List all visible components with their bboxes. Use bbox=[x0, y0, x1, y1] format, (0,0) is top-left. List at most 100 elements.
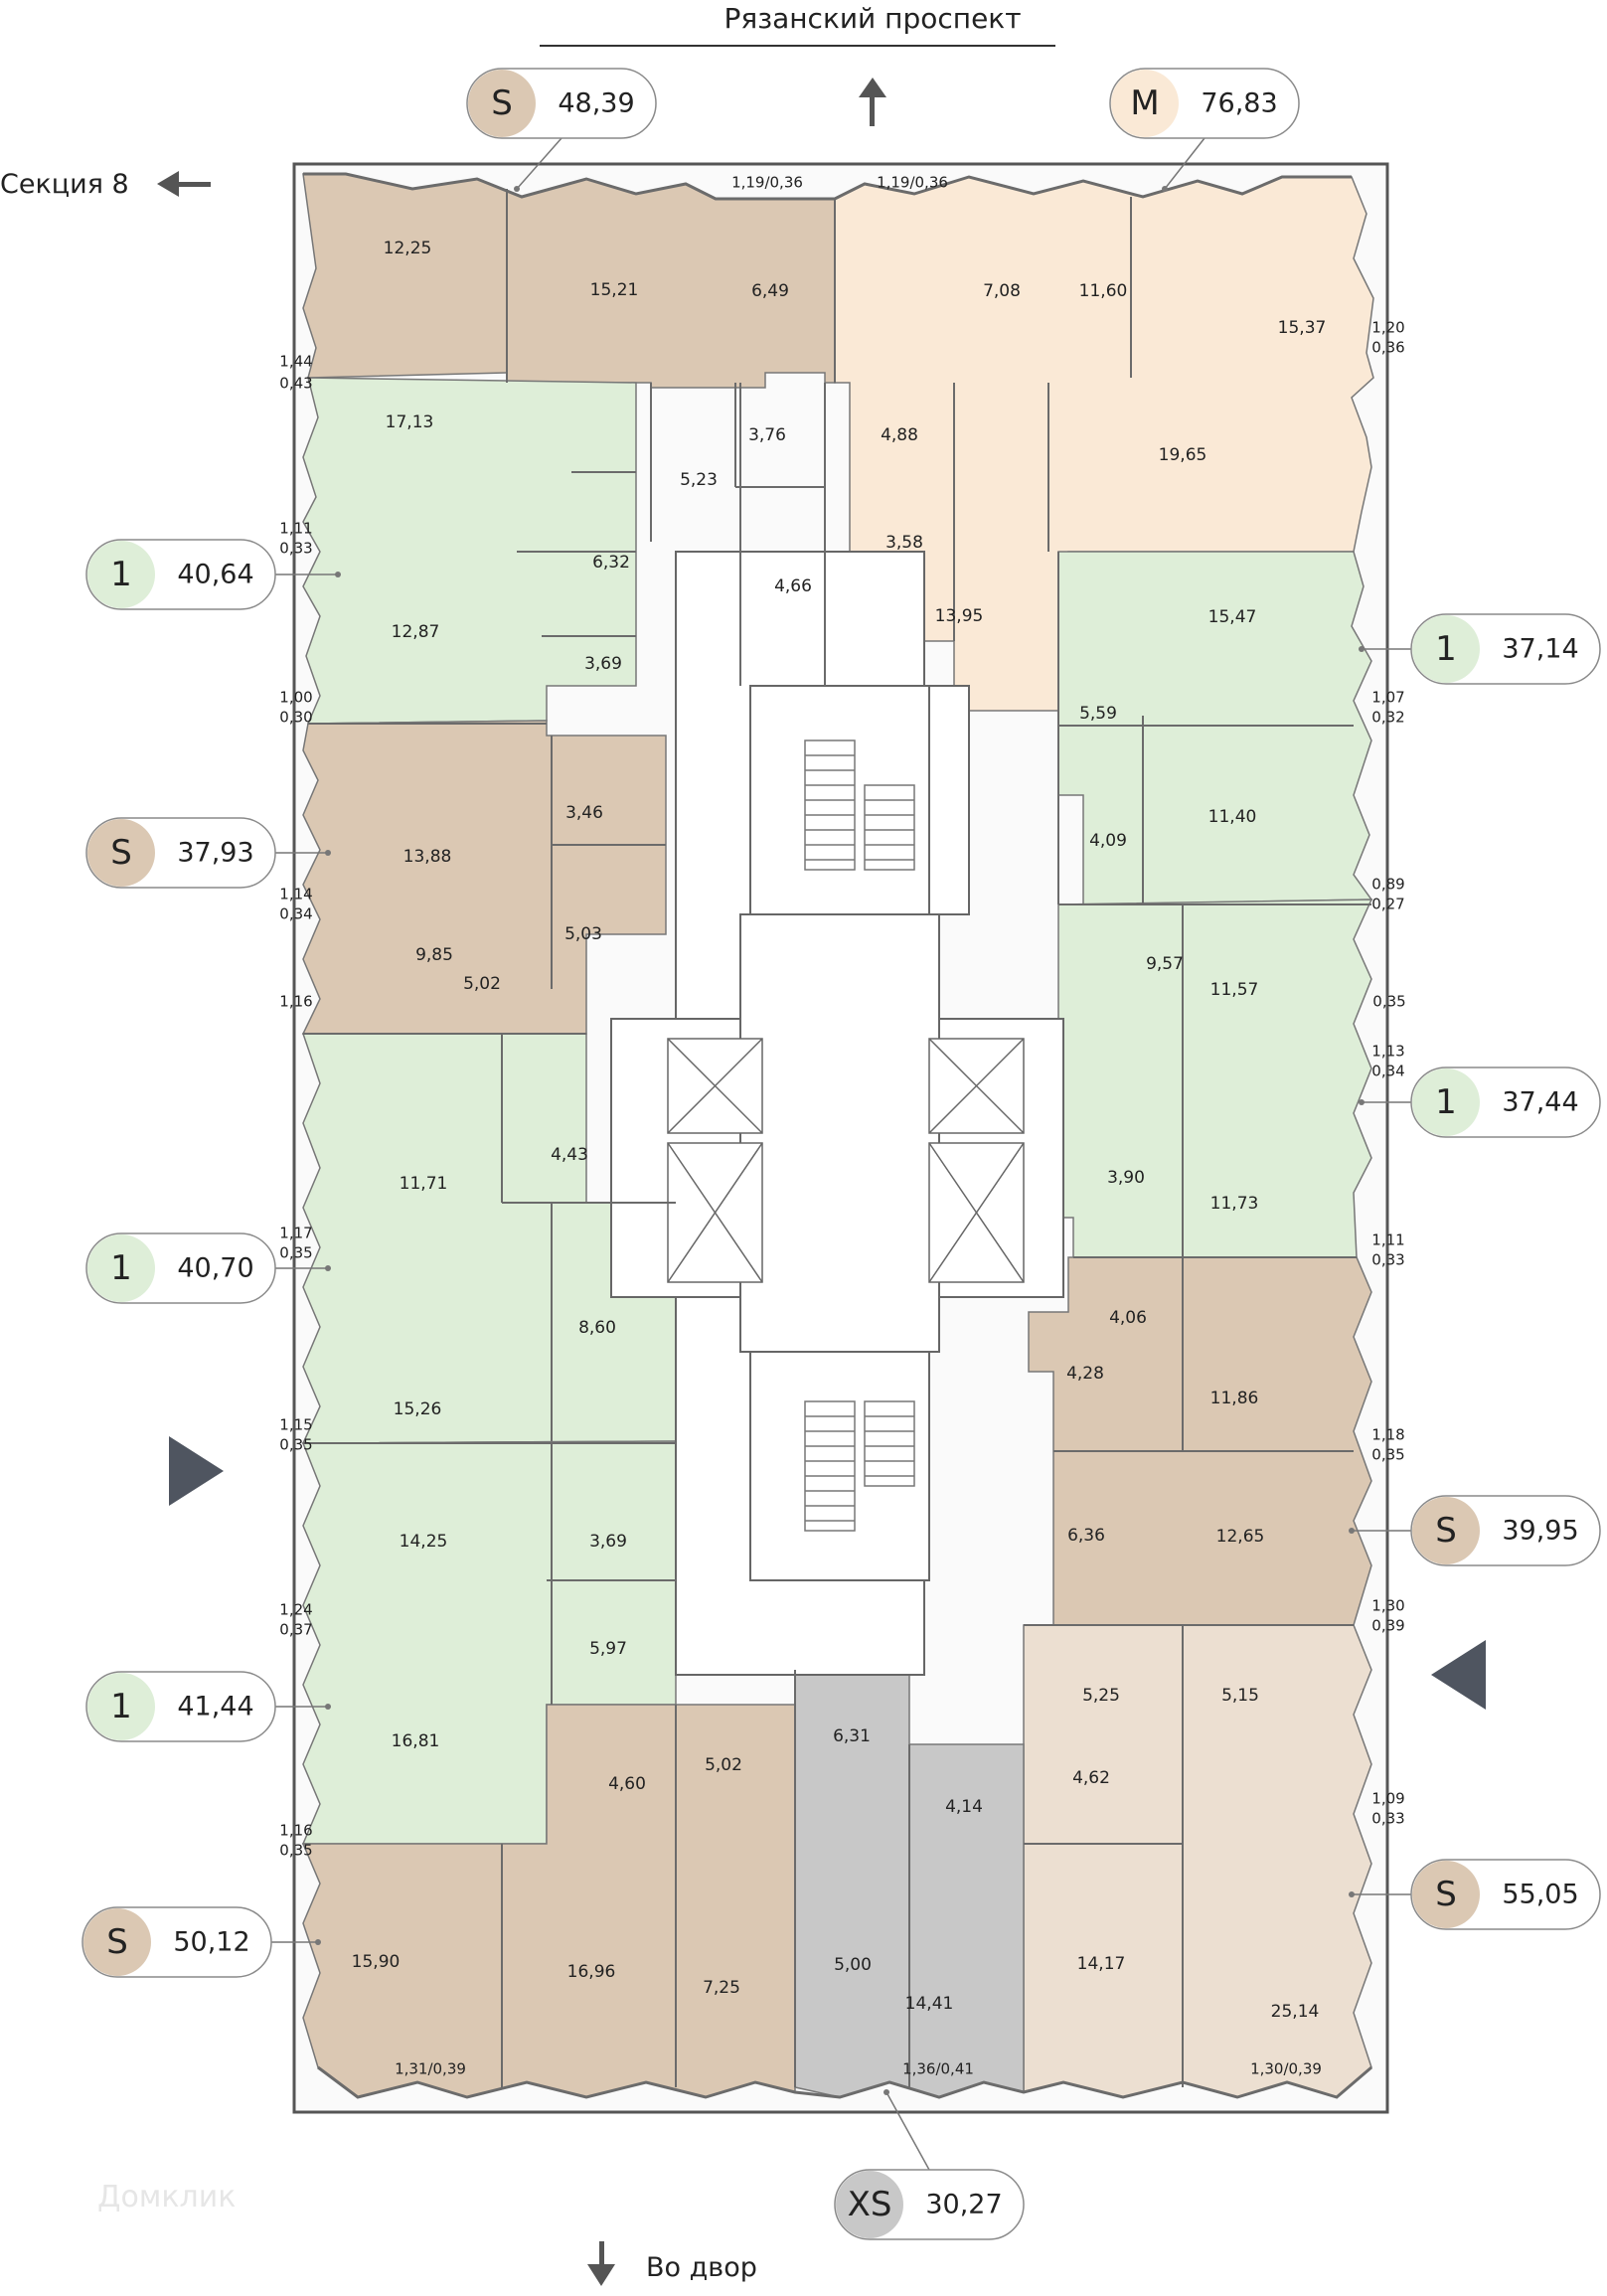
badge-area-value: 37,44 bbox=[1502, 1087, 1578, 1118]
badge-type-circle bbox=[1412, 1068, 1480, 1136]
badge-leader-line bbox=[885, 2091, 930, 2171]
badge-type-letter: S bbox=[106, 1922, 128, 1962]
room-area-label: 5,25 bbox=[1082, 1686, 1120, 1706]
badge-type-circle bbox=[87, 1234, 155, 1302]
balcony-area-label: 1,16 bbox=[279, 1822, 312, 1840]
badge-type-circle bbox=[1412, 615, 1480, 683]
room-area-label: 4,43 bbox=[551, 1145, 588, 1165]
balcony-area-label: 1,16 bbox=[279, 993, 312, 1011]
balcony-area-label: 0,30 bbox=[279, 709, 312, 727]
balcony-area-label: 0,43 bbox=[279, 375, 312, 393]
room-area-label: 5,15 bbox=[1221, 1686, 1259, 1706]
badge-type-letter: 1 bbox=[110, 1687, 132, 1726]
balcony-area-label: 1,15 bbox=[279, 1416, 312, 1434]
balcony-area-label: 1,44 bbox=[279, 353, 312, 371]
balcony-area-label: 1,30 bbox=[1371, 1597, 1404, 1615]
room-area-label: 15,90 bbox=[352, 1952, 401, 1972]
north-arrow-icon bbox=[859, 78, 886, 126]
room-area-label: 13,88 bbox=[403, 847, 452, 867]
apartment-badge[interactable]: S 48,39 bbox=[466, 68, 657, 192]
apartment-s-39-95[interactable] bbox=[1028, 1256, 1372, 1626]
badge-area-value: 37,93 bbox=[177, 838, 253, 869]
room-area-label: 12,87 bbox=[392, 622, 440, 642]
room-area-label: 5,03 bbox=[564, 924, 602, 944]
badge-type-circle bbox=[468, 70, 536, 137]
yard-link[interactable]: Во двор bbox=[587, 2241, 757, 2286]
apartment-1-37-14[interactable] bbox=[1057, 551, 1373, 905]
balcony-area-label: 0,35 bbox=[279, 1842, 312, 1860]
section-8-link[interactable]: Секция 8 bbox=[0, 169, 211, 200]
room-area-label: 6,49 bbox=[751, 281, 789, 301]
balcony-area-label: 1,20 bbox=[1371, 319, 1404, 337]
badge-type-letter: 1 bbox=[110, 1248, 132, 1288]
room-area-label: 5,59 bbox=[1079, 704, 1117, 724]
interior-walls bbox=[303, 189, 1371, 2087]
badge-leader-dot bbox=[325, 850, 331, 856]
badge-area-value: 76,83 bbox=[1201, 88, 1277, 119]
room-area-label: 11,73 bbox=[1210, 1194, 1259, 1214]
badge-area-value: 39,95 bbox=[1502, 1516, 1578, 1547]
balcony-area-label: 0,37 bbox=[279, 1621, 312, 1639]
apartment-badge[interactable]: S 50,12 bbox=[81, 1906, 321, 1978]
room-area-label: 16,96 bbox=[567, 1962, 616, 1982]
arrow-down-icon bbox=[587, 2241, 615, 2286]
balcony-area-label: 0,39 bbox=[1371, 1617, 1404, 1635]
badge-area-value: 50,12 bbox=[173, 1927, 249, 1958]
room-area-label: 7,08 bbox=[983, 281, 1021, 301]
room-area-label: 9,57 bbox=[1146, 954, 1184, 974]
balcony-area-label: 0,36 bbox=[1371, 339, 1404, 357]
room-area-label: 4,09 bbox=[1089, 831, 1127, 851]
room-area-label: 25,14 bbox=[1271, 2002, 1320, 2022]
room-area-label: 14,25 bbox=[400, 1532, 448, 1552]
stair-bottom bbox=[804, 1400, 915, 1532]
stair-top bbox=[804, 739, 915, 871]
room-area-label: 8,60 bbox=[578, 1318, 616, 1338]
room-area-label: 5,97 bbox=[589, 1639, 627, 1659]
badge-type-letter: S bbox=[491, 83, 513, 123]
badge-leader-dot bbox=[1349, 1891, 1355, 1897]
badge-type-circle bbox=[1111, 70, 1179, 137]
badge-area-value: 37,14 bbox=[1502, 634, 1578, 665]
apartment-1-37-44[interactable] bbox=[1057, 899, 1373, 1258]
badge-leader-dot bbox=[1359, 646, 1365, 652]
balcony-area-label: 1,24 bbox=[279, 1601, 312, 1619]
room-area-label: 15,26 bbox=[394, 1399, 442, 1419]
balcony-area-label: 1,00 bbox=[279, 689, 312, 707]
room-area-label: 14,17 bbox=[1077, 1954, 1126, 1974]
apartment-s-37-93[interactable] bbox=[301, 720, 667, 1035]
badge-area-value: 40,64 bbox=[177, 560, 253, 590]
badge-area-value: 48,39 bbox=[558, 88, 634, 119]
badge-type-circle bbox=[87, 1673, 155, 1740]
room-area-label: 7,25 bbox=[703, 1978, 740, 1998]
street-title: Рязанский проспект bbox=[723, 2, 1021, 35]
room-area-label: 19,65 bbox=[1159, 445, 1207, 465]
room-area-label: 4,60 bbox=[608, 1774, 646, 1794]
badge-type-circle bbox=[836, 2171, 903, 2238]
apartment-s-55-05[interactable] bbox=[1023, 1624, 1372, 2098]
balcony-area-label: 1,14 bbox=[279, 886, 312, 903]
badge-type-letter: XS bbox=[848, 2185, 892, 2224]
room-area-label: 4,14 bbox=[945, 1797, 983, 1817]
entrance-marker-right-icon bbox=[1431, 1640, 1486, 1710]
balcony-area-label: 1,30/0,39 bbox=[1250, 2060, 1322, 2078]
room-area-label: 4,28 bbox=[1066, 1364, 1104, 1384]
balcony-area-label: 1,36/0,41 bbox=[902, 2060, 974, 2078]
room-area-label: 15,21 bbox=[590, 280, 639, 300]
elevator-shafts bbox=[667, 1038, 1025, 1283]
badge-leader-dot bbox=[325, 1265, 331, 1271]
badge-leader-dot bbox=[1349, 1528, 1355, 1534]
badge-area-value: 40,70 bbox=[177, 1253, 253, 1284]
balcony-area-label: 1,18 bbox=[1371, 1426, 1404, 1444]
badge-type-letter: 1 bbox=[110, 555, 132, 594]
